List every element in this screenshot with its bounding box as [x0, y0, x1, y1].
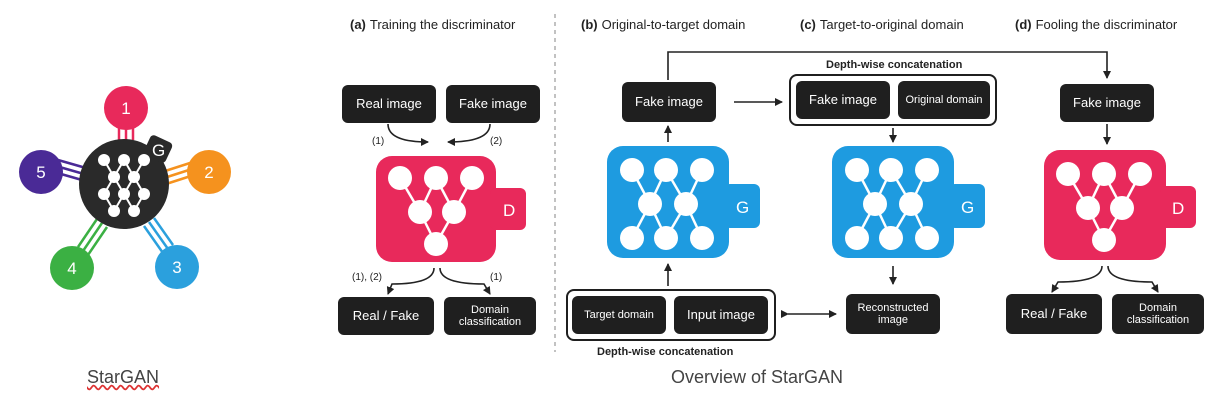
arrow-d-to-realfake: [386, 267, 435, 295]
target-domain-box: Target domain: [572, 296, 666, 334]
domain-node-5: [19, 150, 63, 194]
discriminator-a-letter: D: [503, 201, 515, 220]
domain-label-1: 1: [121, 99, 130, 118]
concat-label-c: Depth-wise concatenation: [826, 59, 963, 71]
fake-image-box-b: Fake image: [622, 82, 716, 122]
reconstructed-image-box: Reconstructed image: [846, 294, 940, 334]
generator-c: G: [832, 146, 985, 258]
panel-b-title: (b)Original-to-target domain: [581, 17, 746, 32]
domain-classification-box-d: Domain classification: [1112, 294, 1204, 334]
overview-caption: Overview of StarGAN: [671, 367, 844, 387]
domain-label-2: 2: [204, 163, 213, 182]
discriminator-d-letter: D: [1172, 199, 1184, 218]
spoke-4: [76, 218, 109, 256]
hub-letter: G: [152, 141, 165, 160]
domain-label-4: 4: [67, 259, 76, 278]
output-label-1-a: (1): [490, 272, 503, 283]
hub-network-icon: [98, 154, 150, 217]
arrow-fake-b-to-fake-d: [667, 51, 1111, 80]
arrows: [386, 51, 1159, 318]
arrow-real-to-d: [387, 123, 429, 146]
domain-label-3: 3: [172, 258, 181, 277]
panel-d-title: (d)Fooling the discriminator: [1015, 17, 1178, 32]
fake-image-box-c: Fake image: [796, 81, 890, 119]
input-label-2-a: (2): [490, 136, 503, 147]
generator-c-letter: G: [961, 198, 974, 217]
spoke-3: [142, 217, 175, 254]
concat-frame-b: [566, 289, 776, 341]
discriminator-d: D: [1044, 150, 1196, 260]
domain-node-3: [155, 245, 199, 289]
arrow-d-d-to-realfake: [1051, 265, 1103, 293]
real-image-box-a: Real image: [342, 85, 436, 123]
original-domain-box: Original domain: [898, 81, 990, 119]
generator-b: G: [607, 146, 760, 258]
discriminator-a: D: [376, 156, 526, 262]
concat-frame-c: [789, 74, 997, 126]
arrow-d-d-to-domaincls: [1107, 265, 1159, 293]
domain-node-1: [104, 86, 148, 130]
domain-classification-box-a: Domain classification: [444, 297, 536, 335]
panel-a-title: (a)Training the discriminator: [350, 17, 516, 32]
fake-image-box-d: Fake image: [1060, 84, 1154, 122]
generator-b-letter: G: [736, 198, 749, 217]
stargan-caption: StarGAN: [87, 367, 160, 387]
domain-node-4: [50, 246, 94, 290]
domain-node-2: [187, 150, 231, 194]
real-fake-box-d: Real / Fake: [1006, 294, 1102, 334]
fake-image-box-a: Fake image: [446, 85, 540, 123]
output-label-12-a: (1), (2): [352, 272, 382, 283]
input-label-1-a: (1): [372, 136, 385, 147]
hub-tag: [143, 135, 173, 163]
input-image-box: Input image: [674, 296, 768, 334]
stargan-star: G 1 2 3 4 5: [19, 86, 231, 290]
arrow-d-to-domaincls: [439, 267, 491, 295]
real-fake-box-a: Real / Fake: [338, 297, 434, 335]
domain-label-5: 5: [36, 163, 45, 182]
panel-c-title: (c)Target-to-original domain: [800, 17, 964, 32]
concat-label-b: Depth-wise concatenation: [597, 346, 734, 358]
arrow-fake-to-d: [447, 123, 491, 146]
